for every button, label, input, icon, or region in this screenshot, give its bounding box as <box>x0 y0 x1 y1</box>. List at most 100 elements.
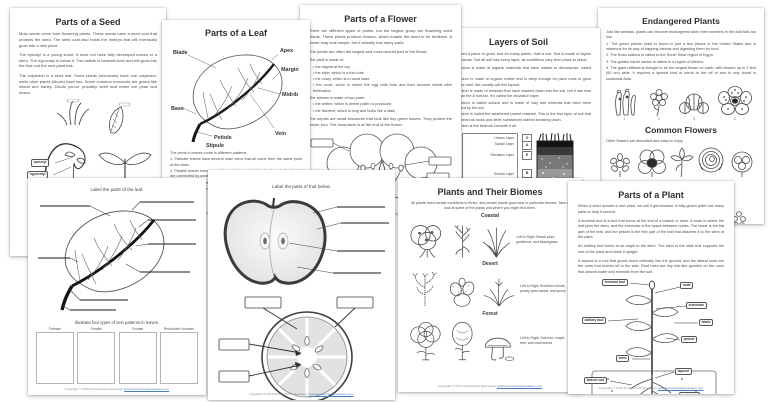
plant-diagram: terminal bud node internode blade petiol… <box>578 278 728 394</box>
page-title: Endangered Plants <box>642 16 720 26</box>
forest-caption: Left to Right: Oak tree, maple tree, and… <box>520 336 565 346</box>
blank-leaf-diagram <box>38 201 196 311</box>
common-flowers-title: Common Flowers <box>644 124 718 135</box>
leaf-label-blade: Blade <box>173 50 188 56</box>
bullet-item: • the ovule, which is where the egg cell… <box>313 83 452 93</box>
pistil-heading: The pistil is made of: <box>309 58 344 63</box>
coastal-caption: Left to Right: Beach plum, goldenrod, an… <box>516 235 558 245</box>
bullet-item: • O horizon is made of organic materials… <box>450 65 591 75</box>
copyright-text: Copyright © 2019 Homeschool Giveaways <box>249 392 308 396</box>
label-node: node <box>680 281 694 289</box>
paragraph: Most seeds come from flowering plants. T… <box>19 31 157 48</box>
horizon-letter: B <box>522 169 532 179</box>
drawing-box <box>159 332 198 384</box>
paragraph: An axillary bud forms at an angle to the… <box>578 244 724 254</box>
section-coastal: Coastal <box>480 213 500 220</box>
petals-text: The petals are often the largest and mos… <box>309 48 428 54</box>
rosa-arabica-drawing: 2 <box>646 88 672 121</box>
box-label-reticulated: Reticulated Venation <box>163 327 195 331</box>
label-stem: stem <box>616 354 630 362</box>
list-item: 4. The giant rafflesia is thought to be … <box>606 65 756 81</box>
section-forest: Forest <box>482 311 498 318</box>
drawing-box <box>77 332 116 384</box>
leaf-label-margin: Margin <box>281 67 299 73</box>
daffodil-drawing <box>610 153 631 178</box>
page-title: Parts of a Seed <box>55 17 121 27</box>
copyright-text: Copyright © 2019 Homeschool Giveaways <box>64 387 123 391</box>
label-terminal-bud: terminal bud <box>602 278 628 286</box>
box-label-parallel: Parallel <box>90 327 102 331</box>
page-label-leaf-worksheet: Label the parts of the leaf. Illustrate … <box>28 178 206 395</box>
list-item: 2. The Rosa arabica is native to the Sou… <box>606 53 714 58</box>
buckhorn-cholla-drawing <box>412 271 437 307</box>
iris-drawing <box>670 147 694 178</box>
desert-caption: Left to Right: Buckhorn cholla, prickly … <box>520 284 566 294</box>
intro-text: Just like animals, plants can become end… <box>606 30 756 40</box>
bullet-item: • B horizon is called subsoil and is mad… <box>450 100 591 110</box>
bullet-item: • the stigma at the top <box>313 64 350 69</box>
pitcher-plant-drawing: 1 <box>609 87 639 121</box>
beach-plum-drawing <box>410 225 442 258</box>
soil-horizon-letters: O A E B <box>522 133 532 197</box>
common-flowers-intro: Other flowers are abundant and easy to e… <box>606 138 684 143</box>
list-item: 1. The green pitcher plant is found in j… <box>606 41 756 51</box>
copyright-text: Copyright © 2019 Homeschool Giveaways <box>598 386 657 390</box>
label-blade: blade <box>699 318 714 326</box>
label-epicotyl: epicotyl <box>31 159 50 167</box>
box-label-palmate: Palmate <box>48 327 62 331</box>
paragraph: The epicotyl is a young shoot. It does n… <box>19 51 157 69</box>
rafflesia-drawing: 4 <box>717 85 753 121</box>
page-title: Parts of a Leaf <box>204 28 268 38</box>
sepals-text: The sepals are small structures that loo… <box>309 116 452 127</box>
citrus-cross-section <box>218 296 374 400</box>
page-title: Parts of a Plant <box>618 190 684 200</box>
page-title: Parts of a Flower <box>344 14 417 24</box>
stamen-heading: The stamen is made of two parts: <box>309 96 366 101</box>
soil-label: Eluviation Layer <box>490 153 514 158</box>
bullet-item: • the anther, which is where pollen is p… <box>313 102 392 107</box>
label-petiole: petiole <box>681 335 698 343</box>
label-axillary-bud: axillary bud <box>582 316 607 324</box>
yucca-drawing <box>483 278 515 307</box>
bullet-item: • the ovary, which is a round base <box>313 77 370 82</box>
copyright-line: Copyright © 2019 Homeschool Giveawayswww… <box>208 392 395 396</box>
list-item: 3. The golden barrel cactus is native to… <box>606 59 705 64</box>
paragraph: The cotyledon is a seed leaf. Some plant… <box>19 72 157 96</box>
leaf-diagram: Blade Apex Margin Midrib Vein Base Petio… <box>171 48 299 148</box>
veins-intro: The veins in leaves come in different pa… <box>170 151 248 155</box>
paragraph: A terminal bud is a bud that forms at th… <box>578 218 724 240</box>
soil-label: Subsoil Layer <box>494 172 514 177</box>
label-taproot: taproot <box>675 367 692 375</box>
leaf-label-apex: Apex <box>280 48 293 54</box>
drawing-box <box>36 332 74 384</box>
pansy-drawing <box>637 149 666 178</box>
paragraph: When a seed sprouts a new plant, we call… <box>578 204 724 214</box>
apple-cross-section <box>223 197 389 285</box>
figure-number: 3 <box>693 116 696 121</box>
rose-drawing <box>698 147 724 173</box>
figure-number: 4 <box>733 116 736 121</box>
leaf-label-petiole: Petiole <box>214 135 232 141</box>
copyright-text: Copyright © 2019 Homeschool Giveaways <box>437 384 496 388</box>
beachgrass-drawing <box>482 227 510 258</box>
label-root-hairs: root hairs <box>679 391 700 394</box>
copyright-line: Copyright © 2019 Homeschool Giveawayswww… <box>398 384 582 388</box>
copyright-link: www.homeschoolgiveaways.com <box>123 387 170 391</box>
bullet-item: • R horizon is the bedrock beneath it al… <box>450 123 517 128</box>
page-title: Layers of Soil <box>488 37 549 47</box>
maple-tree-drawing <box>451 321 473 361</box>
illustrate-instruction: Illustrate four types of vein patterns i… <box>74 320 160 325</box>
coastal-row: Left to Right: Beach plum, goldenrod, an… <box>408 221 572 259</box>
box-label-pinnate: Pinnate <box>132 327 144 331</box>
goldenrod-drawing <box>455 225 471 258</box>
intro-text: There are different types of plants, but… <box>309 28 452 45</box>
paragraph: A taproot is a root that grows down vert… <box>578 258 724 274</box>
page-parts-of-a-plant: Parts of a Plant When a seed sprouts a n… <box>568 181 734 394</box>
page-plants-and-their-biomes: Plants and Their Biomes All plants need … <box>398 178 582 392</box>
leaf-label-base: Base <box>171 106 184 112</box>
copyright-link: www.homeschoolgiveaways.com <box>308 392 354 396</box>
oak-tree-drawing <box>410 322 441 361</box>
peony-drawing <box>731 151 753 178</box>
drawing-box <box>118 332 157 384</box>
prickly-pear-drawing <box>449 277 475 307</box>
